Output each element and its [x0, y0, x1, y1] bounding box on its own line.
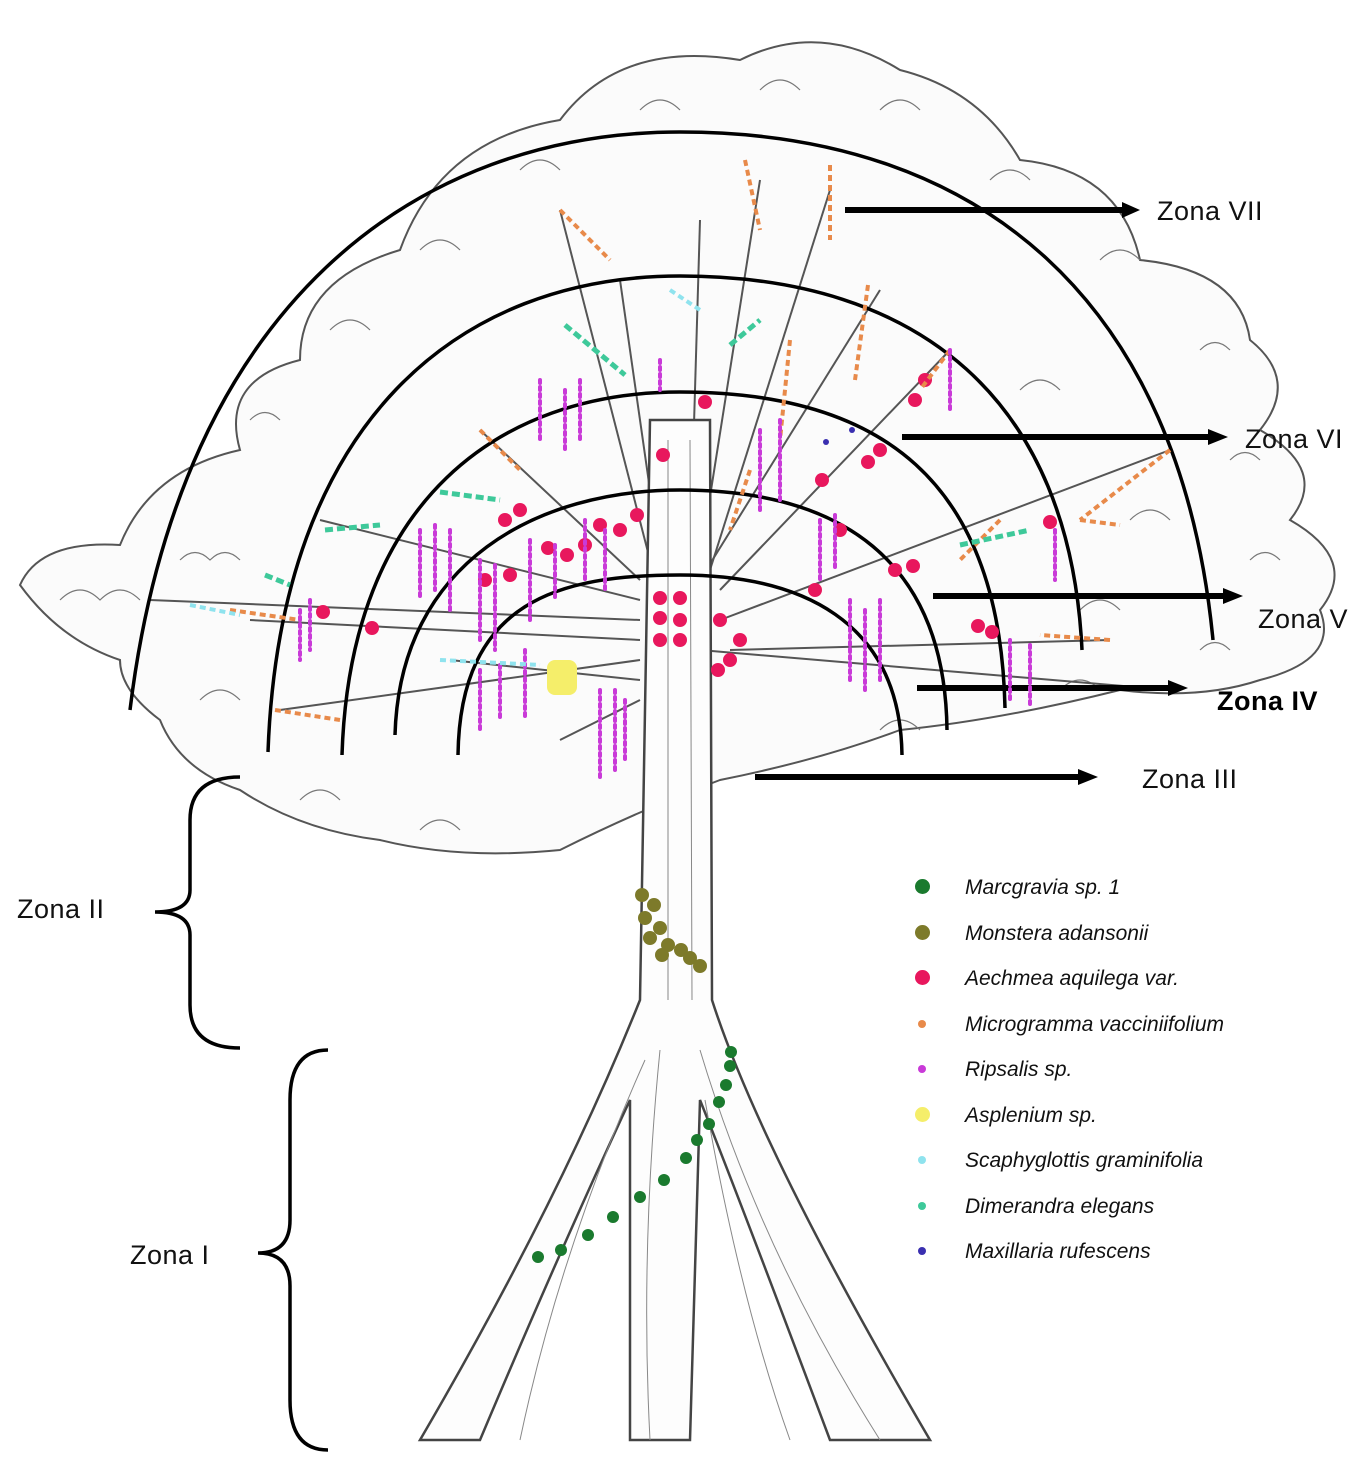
- species-dot-icon: [915, 970, 930, 985]
- legend-item: Microgramma vacciniifolium: [905, 1007, 1325, 1053]
- zone-ii-brace: [155, 777, 240, 1048]
- legend-label: Monstera adansonii: [965, 922, 1148, 946]
- species-dot-icon: [918, 1202, 926, 1210]
- legend-label: Dimerandra elegans: [965, 1195, 1154, 1219]
- legend-item: Marcgravia sp. 1: [905, 870, 1325, 916]
- species-legend: Marcgravia sp. 1 Monstera adansonii Aech…: [905, 870, 1325, 1280]
- species-dot-icon: [915, 925, 930, 940]
- legend-item: Monstera adansonii: [905, 916, 1325, 962]
- asplenium-marks: [547, 660, 577, 695]
- legend-label: Maxillaria rufescens: [965, 1240, 1151, 1264]
- species-dot-icon: [918, 1020, 926, 1028]
- zone-ii-label: Zona II: [17, 894, 105, 925]
- species-dot-icon: [918, 1065, 926, 1073]
- legend-label: Aechmea aquilega var.: [965, 967, 1179, 991]
- species-dot-icon: [915, 1107, 930, 1122]
- legend-label: Microgramma vacciniifolium: [965, 1013, 1224, 1037]
- zone-iii-label: Zona III: [1142, 764, 1238, 795]
- legend-label: Marcgravia sp. 1: [965, 876, 1120, 900]
- zone-vii-label: Zona VII: [1157, 196, 1263, 227]
- legend-item: Asplenium sp.: [905, 1098, 1325, 1144]
- legend-item: Ripsalis sp.: [905, 1052, 1325, 1098]
- zone-v-label: Zona V: [1258, 604, 1348, 635]
- legend-item: Aechmea aquilega var.: [905, 961, 1325, 1007]
- zone-iv-label: Zona IV: [1217, 686, 1318, 717]
- legend-label: Ripsalis sp.: [965, 1058, 1072, 1082]
- zone-braces: [155, 777, 328, 1450]
- zone-i-brace: [258, 1050, 328, 1450]
- legend-label: Scaphyglottis graminifolia: [965, 1149, 1203, 1173]
- legend-label: Asplenium sp.: [965, 1104, 1097, 1128]
- zone-vi-label: Zona VI: [1245, 424, 1343, 455]
- species-dot-icon: [918, 1247, 926, 1255]
- species-dot-icon: [915, 879, 930, 894]
- species-dot-icon: [918, 1156, 926, 1164]
- zone-i-label: Zona I: [130, 1240, 210, 1271]
- legend-item: Maxillaria rufescens: [905, 1234, 1325, 1280]
- legend-item: Scaphyglottis graminifolia: [905, 1143, 1325, 1189]
- legend-item: Dimerandra elegans: [905, 1189, 1325, 1235]
